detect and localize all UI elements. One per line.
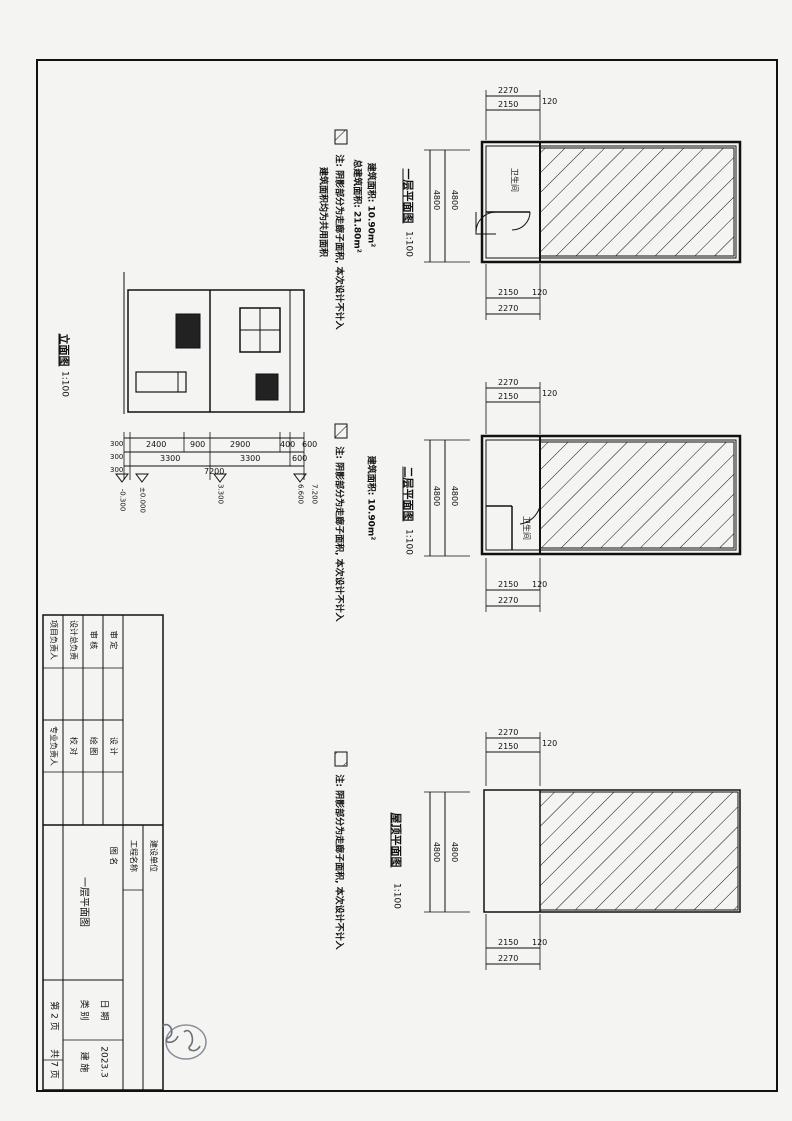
elev-level-0000: ±0.000 xyxy=(138,487,147,513)
elev-dim-900: 900 xyxy=(190,440,206,449)
tb-shenhe: 审 核 xyxy=(89,630,98,650)
elev-dim-2900: 2900 xyxy=(230,440,251,449)
plan3-scale: 1:100 xyxy=(391,883,402,909)
elev-level-3300: 3.300 xyxy=(216,483,225,505)
elev-dim-300-b: 300 xyxy=(110,453,124,461)
plan1-note-line2: 建筑面积均为共用面积 xyxy=(317,166,328,258)
elevation-title: 立面图 xyxy=(57,333,71,367)
plan2-room-label: 卫生间 xyxy=(522,516,531,540)
plan2-title: 二层平面图 xyxy=(401,466,415,522)
plan1-dim-4800: 4800 xyxy=(450,189,459,211)
tb-sheji-fzr: 设计总负责 xyxy=(69,620,78,660)
plan3-dim-bottom-120: 120 xyxy=(532,938,548,947)
elevation-scale: 1:100 xyxy=(59,371,70,397)
tb-shending: 审 定 xyxy=(109,630,118,650)
plan2-dim-top-120: 120 xyxy=(542,389,558,398)
plan1-dim-bottom-2270: 2270 xyxy=(498,304,519,313)
signature-stamp-icon xyxy=(161,1023,207,1060)
elev-level-6600: 6.600 xyxy=(296,483,305,505)
plan1-title: 一层平面图 xyxy=(401,168,415,224)
plan3-title: 屋顶平面图 xyxy=(389,812,403,868)
plan2-dim-4800-outer: 4800 xyxy=(432,485,441,507)
tb-drawing-name: 一层平面图 xyxy=(78,877,89,927)
elev-dim-3300-a: 3300 xyxy=(160,454,181,463)
tb-riqi-value: 2023.3 xyxy=(98,1046,109,1078)
plan3-hatched-area xyxy=(539,791,739,911)
plan1-area-line2: 总建筑面积: 21.80m² xyxy=(351,159,362,253)
title-block-frame xyxy=(42,614,164,1091)
tb-gongcheng-mingcheng: 工程名称 xyxy=(129,840,138,872)
tb-sheji: 设 计 xyxy=(109,736,118,756)
elev-dim-400: 400 xyxy=(280,440,296,449)
tb-leibie-label: 类 别 xyxy=(78,999,89,1021)
plan2-drawing xyxy=(334,382,742,612)
elev-dim-300-a: 300 xyxy=(110,440,124,448)
plan1-room-label: 卫生间 xyxy=(510,168,519,192)
plan2-dim-bottom-2150: 2150 xyxy=(498,580,519,589)
elev-dim-7200: 7200 xyxy=(204,467,225,476)
tb-page-total: 共 7 页 xyxy=(48,1049,59,1079)
plan2-hatched-area xyxy=(539,441,735,549)
elev-dim-3300-b: 3300 xyxy=(240,454,261,463)
plan2-dim-4800: 4800 xyxy=(450,485,459,507)
elev-dim-600-b: 600 xyxy=(292,454,308,463)
plan2-dim-bottom-120: 120 xyxy=(532,580,548,589)
plan1-drawing xyxy=(334,90,742,320)
tb-huitu: 绘 图 xyxy=(89,736,98,756)
elev-dim-600-a: 600 xyxy=(302,440,318,449)
elev-level-7200: 7.200 xyxy=(310,483,319,505)
elev-level-minus0300: -0.300 xyxy=(118,488,127,512)
elev-dim-2400: 2400 xyxy=(146,440,167,449)
tb-page-current: 第 2 页 xyxy=(48,1001,59,1031)
plan2-dim-top-2150: 2150 xyxy=(498,392,519,401)
plan3-dim-bottom-2270: 2270 xyxy=(498,954,519,963)
plan2-note-line1: 注: 阴影部分为走廊子面积, 本次设计不计入 xyxy=(333,446,344,622)
plan1-area-line1: 建筑面积: 10.90m² xyxy=(365,162,376,248)
plan1-dim-top-2270: 2270 xyxy=(498,86,519,95)
tb-jiaodui: 校 对 xyxy=(69,736,78,756)
plan1-note-line1: 注: 阴影部分为走廊子面积, 本次设计不计入 xyxy=(333,154,344,330)
plan3-dim-4800: 4800 xyxy=(450,841,459,863)
tb-zhuanye-fzr: 专业负责人 xyxy=(49,726,58,766)
plan1-dim-bottom-2150: 2150 xyxy=(498,288,519,297)
plan3-dim-4800-outer: 4800 xyxy=(432,841,441,863)
plan3-drawing xyxy=(334,732,741,970)
plan1-dim-top-120: 120 xyxy=(542,97,558,106)
plan1-dim-top-2150: 2150 xyxy=(498,100,519,109)
tb-riqi-label: 日 期 xyxy=(98,999,109,1021)
tb-leibie-value: 建 施 xyxy=(78,1051,89,1073)
plan1-dim-bottom-120: 120 xyxy=(532,288,548,297)
plan2-dim-top-2270: 2270 xyxy=(498,378,519,387)
plan3-note-line1: 注: 阴影部分为走廊子面积, 本次设计不计入 xyxy=(333,774,344,950)
plan3-dim-bottom-2150: 2150 xyxy=(498,938,519,947)
plan3-dim-top-2150: 2150 xyxy=(498,742,519,751)
tb-tuming: 图 名 xyxy=(109,846,118,866)
plan1-dim-4800-outer: 4800 xyxy=(432,189,441,211)
elev-dim-300-c: 300 xyxy=(110,466,124,474)
plan2-dim-bottom-2270: 2270 xyxy=(498,596,519,605)
plan3-dim-top-2270: 2270 xyxy=(498,728,519,737)
elevation-drawing xyxy=(115,272,307,483)
plan1-scale: 1:100 xyxy=(403,231,414,257)
plan1-hatched-area xyxy=(539,147,735,257)
plan2-scale: 1:100 xyxy=(403,529,414,555)
tb-jianshe-danwei: 建设单位 xyxy=(149,840,158,872)
plan3-dim-top-120: 120 xyxy=(542,739,558,748)
tb-xiangmu-fzr: 项目负责人 xyxy=(49,620,58,660)
drawing-frame xyxy=(36,59,778,1092)
plan2-area-line1: 建筑面积: 10.90m² xyxy=(365,455,376,541)
